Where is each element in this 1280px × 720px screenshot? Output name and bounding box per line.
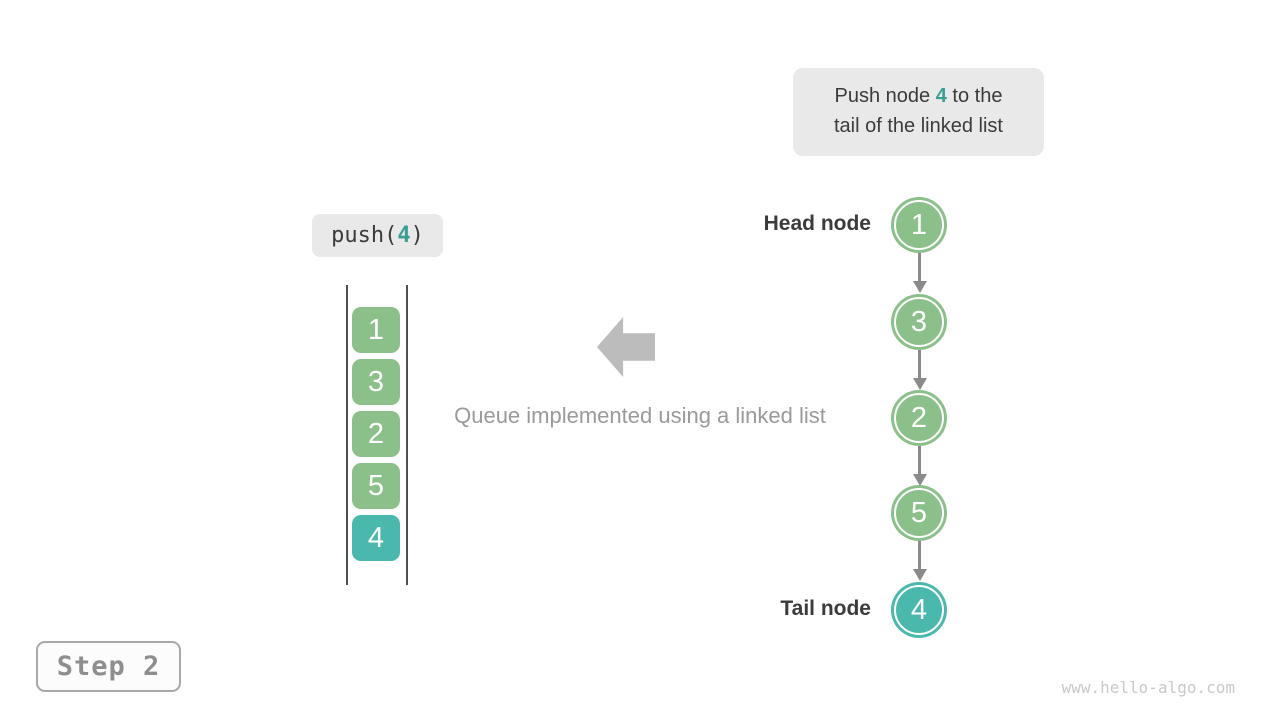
queue-box-value: 4 [367, 521, 385, 554]
queue-box: 2 [352, 411, 400, 457]
watermark: www.hello-algo.com [1061, 678, 1235, 697]
linked-list-node: 5 [894, 488, 944, 538]
callout-line-1: Push node 4 to the [793, 81, 1044, 111]
callout-bubble: Push node 4 to the tail of the linked li… [793, 68, 1044, 156]
callout-text-after: to the [952, 85, 1003, 107]
linked-list-node: 3 [894, 297, 944, 347]
queue-rail-right [406, 285, 408, 585]
callout-text-before: Push node [834, 85, 931, 107]
connector-arrowhead [912, 281, 927, 293]
push-call-arg: 4 [397, 223, 411, 248]
head-node-label: Head node [763, 212, 871, 235]
node-value: 4 [910, 593, 928, 626]
push-call-label: push(4) [312, 214, 443, 257]
step-badge: Step 2 [36, 641, 181, 692]
push-call-prefix: push( [331, 223, 398, 248]
queue-rail-left [346, 285, 348, 585]
queue-box-value: 2 [367, 417, 385, 450]
queue-box: 1 [352, 307, 400, 353]
node-connector-arrow-icon [907, 446, 932, 486]
node-value: 3 [910, 305, 928, 338]
connector-line [918, 350, 921, 378]
tail-node-label: Tail node [780, 597, 871, 620]
linked-list-node: 2 [894, 393, 944, 443]
connector-arrowhead [912, 474, 927, 486]
node-connector-arrow-icon [907, 253, 932, 293]
left-block-arrow-icon [597, 317, 655, 377]
queue-box-value: 5 [367, 469, 385, 502]
node-value: 1 [910, 208, 928, 241]
queue-stack: 1 3 2 5 4 [352, 307, 400, 561]
queue-box-value: 1 [367, 313, 385, 346]
queue-box: 3 [352, 359, 400, 405]
node-value: 2 [910, 401, 928, 434]
callout-line-2: tail of the linked list [834, 115, 1003, 137]
node-value: 5 [910, 496, 928, 529]
node-connector-arrow-icon [907, 541, 932, 581]
queue-box: 4 [352, 515, 400, 561]
node-connector-arrow-icon [907, 350, 932, 390]
linked-list-node: 1 [894, 200, 944, 250]
connector-arrowhead [912, 569, 927, 581]
linked-list-node: 4 [894, 585, 944, 635]
queue-box-value: 3 [367, 365, 385, 398]
connector-line [918, 541, 921, 569]
queue-box: 5 [352, 463, 400, 509]
figure-caption: Queue implemented using a linked list [454, 403, 826, 428]
callout-highlight-value: 4 [935, 85, 947, 107]
push-call-suffix: ) [410, 223, 424, 248]
connector-arrowhead [912, 378, 927, 390]
connector-line [918, 253, 921, 281]
connector-line [918, 446, 921, 474]
